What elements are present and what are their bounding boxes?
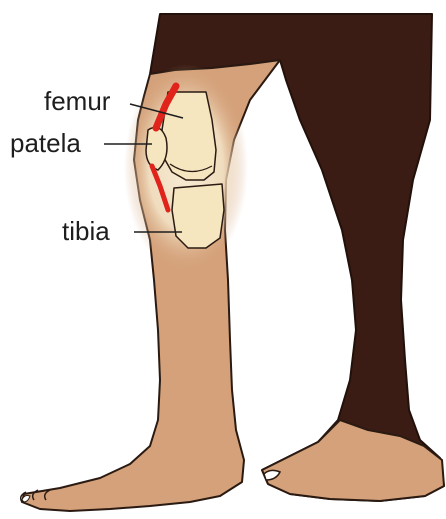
tibia-label: tibia <box>62 216 110 246</box>
femur-bone <box>162 92 216 180</box>
femur-label: femur <box>44 86 111 116</box>
patella-label: patela <box>10 128 81 158</box>
tibia-bone <box>172 184 224 248</box>
